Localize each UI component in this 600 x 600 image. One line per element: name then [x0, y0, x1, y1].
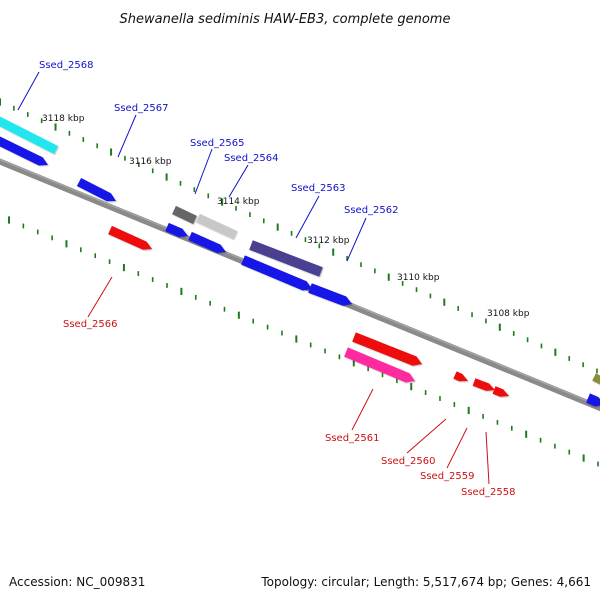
gene-right-edge-olive[interactable]	[592, 373, 600, 385]
kbp-label-3116: 3116 kbp	[129, 157, 172, 167]
gene-label-ssed-2566[interactable]: Ssed_2566	[63, 319, 118, 330]
kbp-label-3114: 3114 kbp	[217, 197, 260, 207]
gene-ssed-2561-magenta[interactable]	[344, 347, 415, 383]
leader-ssed-2567	[117, 114, 137, 158]
upper-scale-ticks	[0, 98, 598, 374]
kbp-label-3118: 3118 kbp	[42, 114, 85, 124]
gene-label-layer: Ssed_2568 Ssed_2567 Ssed_2565 Ssed_2564 …	[39, 60, 530, 498]
accession-text: Accession: NC_009831	[9, 575, 145, 589]
gene-label-ssed-2562[interactable]: Ssed_2562	[344, 205, 399, 216]
gene-ssed-2563-navy[interactable]	[249, 240, 323, 277]
gene-ssed-2568-cyan[interactable]	[0, 115, 58, 154]
leader-ssed-2565	[194, 148, 213, 195]
gene-label-ssed-2558[interactable]: Ssed_2558	[461, 487, 516, 498]
gene-label-ssed-2568[interactable]: Ssed_2568	[39, 60, 94, 71]
gene-ssed-2566-red[interactable]	[108, 225, 152, 250]
gene-feature-layer	[0, 115, 600, 407]
gene-ssed-2560-red[interactable]	[453, 371, 468, 382]
gene-ssed-2565-dark[interactable]	[172, 205, 197, 225]
leader-ssed-2564	[228, 164, 249, 198]
gene-forward-2567[interactable]	[76, 178, 116, 202]
leader-ssed-2561	[351, 388, 374, 431]
gene-label-ssed-2560[interactable]: Ssed_2560	[381, 456, 436, 467]
leader-ssed-2562	[346, 217, 367, 262]
gene-label-ssed-2564[interactable]: Ssed_2564	[224, 153, 279, 164]
gene-label-ssed-2561[interactable]: Ssed_2561	[325, 433, 380, 444]
gene-forward-upper-left[interactable]	[0, 136, 48, 166]
leader-ssed-2568	[17, 71, 40, 111]
gene-forward-2564[interactable]	[188, 231, 226, 253]
leader-ssed-2559	[446, 427, 468, 469]
gene-ssed-2558-red[interactable]	[492, 386, 510, 397]
gene-ssed-2561-red[interactable]	[352, 332, 422, 366]
leader-ssed-2566	[87, 276, 113, 318]
kbp-label-3108: 3108 kbp	[487, 309, 530, 319]
leader-ssed-2563	[295, 195, 320, 239]
gene-label-ssed-2565[interactable]: Ssed_2565	[190, 138, 245, 149]
kbp-label-3112: 3112 kbp	[307, 236, 350, 246]
gene-ssed-2559-red[interactable]	[472, 378, 495, 391]
gene-forward-2562[interactable]	[308, 283, 352, 306]
gene-forward-right-edge[interactable]	[586, 393, 600, 407]
kbp-label-3110: 3110 kbp	[397, 273, 440, 283]
gene-ssed-2564-light[interactable]	[196, 213, 237, 240]
genome-summary-text: Topology: circular; Length: 5,517,674 bp…	[260, 575, 591, 589]
genome-title: Shewanella sediminis HAW-EB3, complete g…	[120, 12, 451, 27]
gene-label-ssed-2567[interactable]: Ssed_2567	[114, 103, 169, 114]
gene-label-ssed-2559[interactable]: Ssed_2559	[420, 471, 475, 482]
scale-tick-layer	[0, 98, 599, 467]
gene-forward-2563[interactable]	[241, 255, 312, 291]
leader-ssed-2558	[485, 431, 490, 485]
gene-forward-short-2565[interactable]	[165, 222, 188, 237]
leader-ssed-2560	[406, 418, 447, 454]
gene-label-ssed-2563[interactable]: Ssed_2563	[291, 183, 346, 194]
gene-label-line-layer	[17, 71, 490, 485]
lower-scale-ticks	[8, 216, 599, 467]
